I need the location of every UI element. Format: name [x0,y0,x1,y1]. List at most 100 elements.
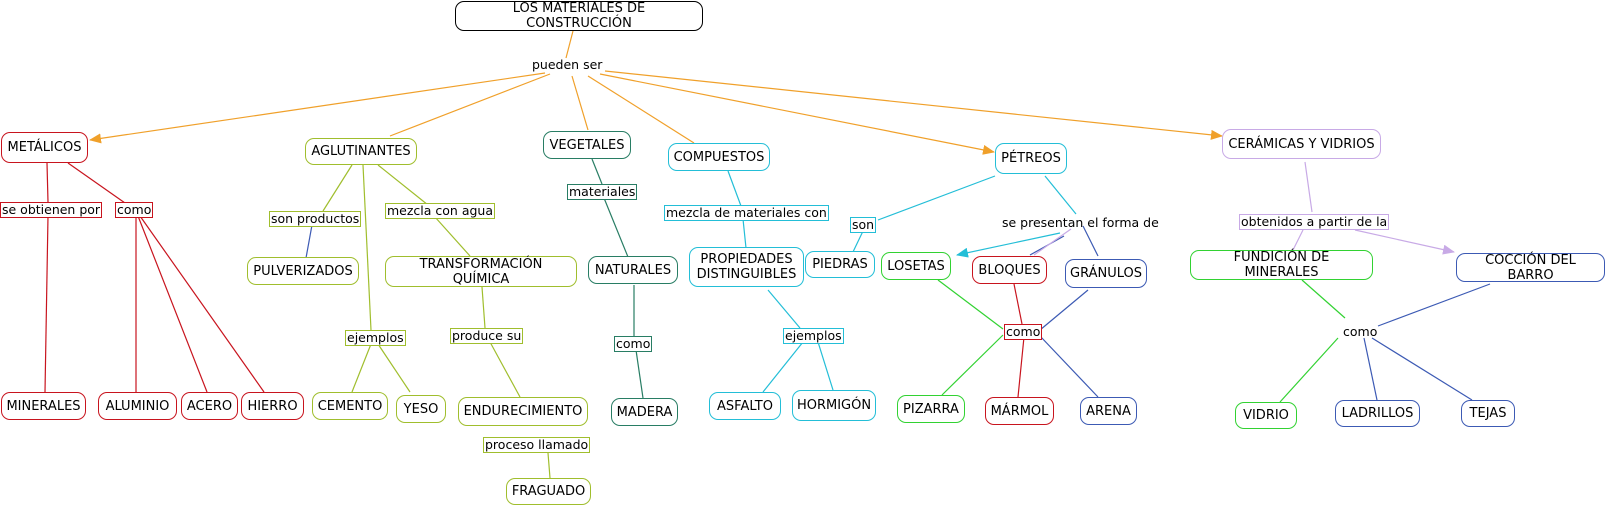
edge [389,73,551,137]
link-mezcla-con-agua: mezcla con agua [385,203,495,219]
edge [351,343,372,393]
edge [727,170,742,207]
link-como-ceramicas: como [1343,324,1378,339]
node-aglutinantes[interactable]: AGLUTINANTES [305,138,417,165]
node-vidrio[interactable]: VIDRIO [1235,402,1297,429]
node-naturales[interactable]: NATURALES [588,256,678,284]
edge [1013,283,1023,325]
node-pulverizados[interactable]: PULVERIZADOS [247,257,359,285]
node-pizarra[interactable]: PIZARRA [897,395,965,423]
edge [1044,175,1077,215]
node-asfalto[interactable]: ASFALTO [709,392,781,420]
node-transformacion[interactable]: TRANSFORMACIÓN QUÍMICA [385,256,577,287]
edge [571,75,589,131]
node-vegetales[interactable]: VEGETALES [543,131,631,159]
link-son: son [850,217,877,233]
link-se-presentan: se presentan el forma de [1002,215,1159,230]
edge [565,30,574,59]
node-minerales[interactable]: MINERALES [1,392,86,420]
node-ladrillos[interactable]: LADRILLOS [1335,400,1420,427]
edge [1304,161,1313,213]
node-piedras[interactable]: PIEDRAS [805,251,875,278]
node-title[interactable]: LOS MATERIALES DE CONSTRUCCIÓN [455,1,703,31]
link-produce-su: produce su [450,328,524,344]
edge [44,215,49,393]
node-marmol[interactable]: MÁRMOL [985,397,1054,425]
link-como-vegetales: como [614,336,653,352]
link-proceso-llamado: proceso llamado [483,437,591,453]
edge [67,162,126,204]
edge [1363,337,1378,401]
edge [1371,337,1473,401]
edge [817,341,834,391]
node-madera[interactable]: MADERA [611,398,678,426]
edge [1292,229,1304,251]
edge [956,232,1061,258]
edge [1301,279,1346,319]
node-ceramicas[interactable]: CERÁMICAS Y VIDRIOS [1222,129,1381,159]
link-obtenidos-a-partir: obtenidos a partir de la [1239,214,1390,230]
link-como-metales: como [115,202,154,218]
edge [1017,336,1025,398]
edge [377,343,411,393]
edge [1082,225,1099,257]
node-petreos[interactable]: PÉTREOS [995,143,1067,174]
node-fundicion[interactable]: FUNDICIÓN DE MINERALES [1190,250,1373,280]
link-materiales: materiales [567,184,638,200]
edge [587,75,695,144]
node-compuestos[interactable]: COMPUESTOS [668,143,770,171]
edge [941,334,1004,396]
edge [46,162,49,203]
edge [362,164,372,331]
edge [434,216,471,257]
edge [604,70,1223,140]
edge [489,341,521,398]
edge [762,341,804,393]
edge [1377,283,1491,327]
edge [599,73,995,155]
edge [1354,229,1455,255]
link-se-obtienen-por: se obtienen por [0,202,103,218]
node-yeso[interactable]: YESO [396,395,446,423]
link-como-petreos: como [1004,324,1043,340]
link-mezcla-de-materiales: mezcla de materiales con [664,205,829,221]
edge [137,215,208,393]
node-granulos[interactable]: GRÁNULOS [1065,259,1147,288]
edge [481,286,486,329]
edge [1039,289,1089,331]
edge [603,197,629,258]
node-cemento[interactable]: CEMENTO [312,392,388,420]
edge [322,164,353,212]
edge [591,158,603,185]
node-propiedades[interactable]: PROPIEDADES DISTINGUIBLES [689,247,804,287]
node-fraguado[interactable]: FRAGUADO [506,478,591,505]
node-hormigon[interactable]: HORMIGÓN [792,390,876,421]
edge [635,349,644,399]
node-endurecimiento[interactable]: ENDURECIMIENTO [458,397,588,426]
edge [139,215,265,393]
node-aluminio[interactable]: ALUMINIO [98,392,177,420]
edge [851,228,865,255]
edge [89,72,546,144]
edge [377,164,429,206]
node-bloques[interactable]: BLOQUES [972,256,1047,284]
edge [547,452,551,479]
edge [305,224,313,259]
edge [1279,337,1339,403]
node-arena[interactable]: ARENA [1080,397,1137,425]
edge [767,289,801,329]
node-tejas[interactable]: TEJAS [1461,400,1515,427]
edge [1039,335,1099,398]
edge [742,218,747,249]
node-losetas[interactable]: LOSETAS [881,252,951,280]
link-son-productos: son productos [269,211,362,227]
node-hierro[interactable]: HIERRO [241,392,304,420]
node-metalicos[interactable]: METÁLICOS [1,132,88,163]
node-acero[interactable]: ACERO [181,392,238,420]
edge [1033,228,1072,256]
edge [937,279,1004,330]
node-coccion[interactable]: COCCIÓN DEL BARRO [1456,253,1605,283]
link-ejemplos-compuestos: ejemplos [783,328,844,344]
link-ejemplos-aglutinantes: ejemplos [345,330,406,346]
